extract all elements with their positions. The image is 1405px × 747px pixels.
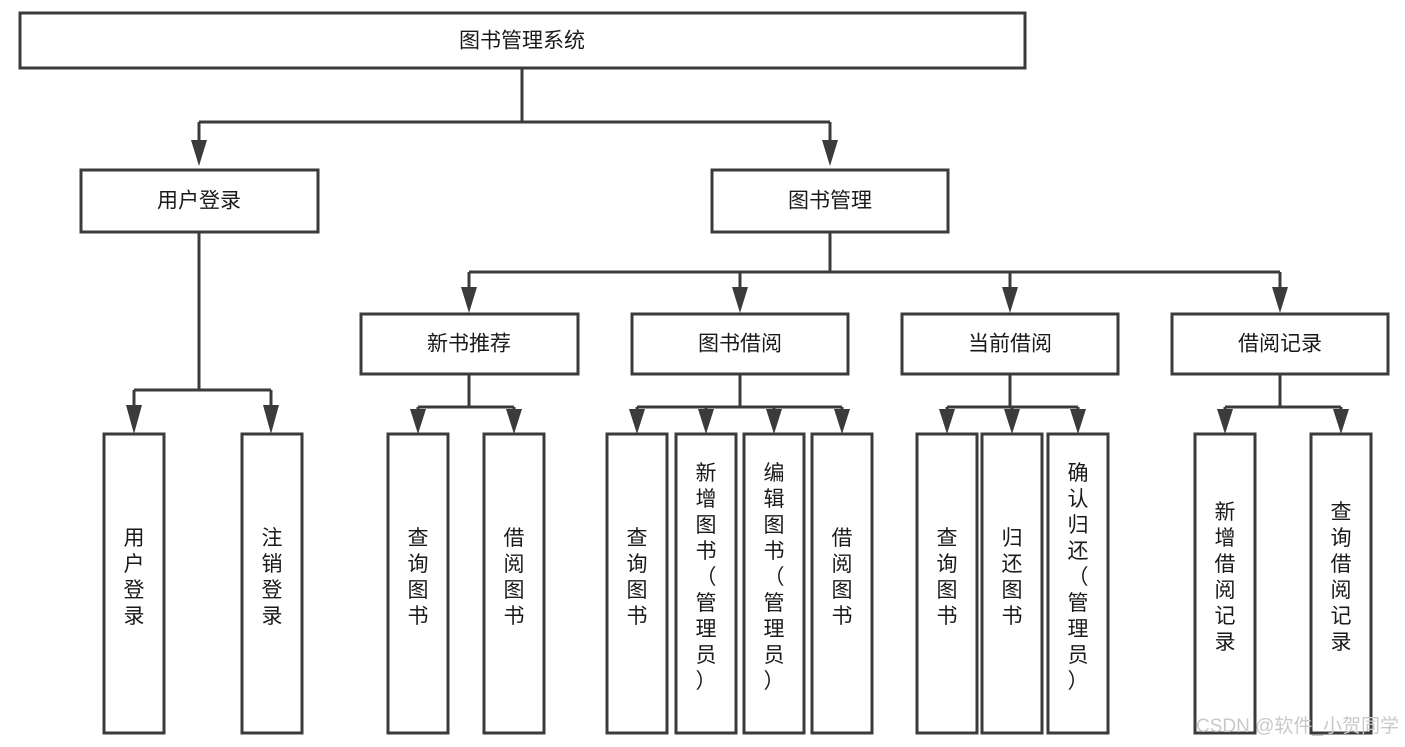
node-leaf-query-book-1-label: 查询图书	[408, 527, 429, 628]
arrow-head-leaf-edit-book	[766, 409, 782, 434]
node-leaf-user-login-label: 用户登录	[124, 527, 145, 628]
node-leaf-confirm-return-label: 确认归还（管理员）	[1068, 462, 1089, 693]
node-leaf-borrow-book-2-label: 借阅图书	[832, 527, 853, 628]
node-current-borrow[interactable]: 当前借阅	[900, 312, 1120, 376]
node-new-book-recommend[interactable]: 新书推荐	[359, 312, 580, 376]
node-leaf-add-record-box[interactable]	[1193, 432, 1257, 735]
node-leaf-query-book-3-box[interactable]	[915, 432, 979, 735]
node-leaf-borrow-book-1-box[interactable]	[482, 432, 546, 735]
connector-group-book-management	[461, 232, 1288, 313]
node-book-management[interactable]: 图书管理	[710, 168, 950, 234]
arrow-head-leaf-borrow-book-1	[506, 409, 522, 434]
connector-group-current-borrow	[939, 374, 1086, 434]
arrow-head-leaf-confirm-return	[1070, 409, 1086, 434]
arrow-head-leaf-borrow-book-2	[834, 409, 850, 434]
connector-group-borrow-record	[1217, 374, 1349, 434]
arrow-head-leaf-query-book-2	[629, 409, 645, 434]
node-user-login-label: 用户登录	[157, 190, 241, 213]
node-book-borrow[interactable]: 图书借阅	[630, 312, 850, 376]
node-leaf-query-book-1[interactable]: 查询图书	[386, 432, 450, 735]
node-borrow-record-label: 借阅记录	[1238, 333, 1322, 356]
arrow-head-user-login	[191, 140, 207, 166]
node-book-borrow-box[interactable]	[630, 312, 850, 376]
node-leaf-borrow-book-2-box[interactable]	[810, 432, 874, 735]
node-leaf-user-login-box[interactable]	[102, 432, 166, 735]
node-leaf-borrow-book-2[interactable]: 借阅图书	[810, 432, 874, 735]
node-leaf-borrow-book-1[interactable]: 借阅图书	[482, 432, 546, 735]
node-leaf-query-record-box[interactable]	[1309, 432, 1373, 735]
node-leaf-query-book-2-label: 查询图书	[627, 527, 648, 628]
node-leaf-user-logout-label: 注销登录	[262, 527, 283, 628]
connector-group-user-login	[126, 232, 279, 434]
node-leaf-add-book-box[interactable]	[674, 432, 738, 735]
node-leaf-add-book-label: 新增图书（管理员）	[696, 462, 717, 693]
arrow-head-leaf-user-logout	[263, 405, 279, 434]
node-user-login[interactable]: 用户登录	[79, 168, 320, 234]
node-leaf-return-book-label: 归还图书	[1002, 527, 1023, 628]
node-leaf-edit-book[interactable]: 编辑图书（管理员）	[742, 432, 806, 735]
csdn-watermark: CSDN @软件_小贺同学	[1196, 715, 1399, 737]
arrow-head-leaf-add-book	[698, 409, 714, 434]
node-leaf-user-logout[interactable]: 注销登录	[240, 432, 304, 735]
node-root-label: 图书管理系统	[459, 30, 585, 53]
node-leaf-query-record-label: 查询借阅记录	[1331, 501, 1352, 654]
arrow-head-book-management	[822, 140, 838, 166]
node-book-management-box[interactable]	[710, 168, 950, 234]
node-leaf-confirm-return-box[interactable]	[1046, 432, 1110, 735]
node-leaf-query-book-1-box[interactable]	[386, 432, 450, 735]
arrow-head-book-borrow	[732, 287, 748, 313]
arrow-head-leaf-return-book	[1004, 409, 1020, 434]
node-leaf-user-logout-box[interactable]	[240, 432, 304, 735]
arrow-head-new-book-recommend	[461, 287, 477, 313]
node-leaf-return-book-box[interactable]	[980, 432, 1044, 735]
arrow-head-leaf-add-record	[1217, 409, 1233, 434]
node-root-box[interactable]	[18, 11, 1027, 70]
node-leaf-add-book[interactable]: 新增图书（管理员）	[674, 432, 738, 735]
arrow-head-leaf-query-book-3	[939, 409, 955, 434]
arrow-head-leaf-user-login	[126, 405, 142, 434]
node-leaf-confirm-return[interactable]: 确认归还（管理员）	[1046, 432, 1110, 735]
node-new-book-recommend-label: 新书推荐	[427, 333, 511, 356]
node-leaf-query-book-3-label: 查询图书	[937, 527, 958, 628]
node-current-borrow-box[interactable]	[900, 312, 1120, 376]
node-current-borrow-label: 当前借阅	[968, 333, 1052, 356]
node-leaf-query-book-3[interactable]: 查询图书	[915, 432, 979, 735]
node-leaf-return-book[interactable]: 归还图书	[980, 432, 1044, 735]
node-book-borrow-label: 图书借阅	[698, 333, 782, 356]
node-leaf-edit-book-box[interactable]	[742, 432, 806, 735]
node-leaf-add-record[interactable]: 新增借阅记录	[1193, 432, 1257, 735]
connector-group-new-book-recommend	[410, 374, 522, 434]
arrow-head-leaf-query-record	[1333, 409, 1349, 434]
arrow-head-borrow-record	[1272, 287, 1288, 313]
node-borrow-record-box[interactable]	[1170, 312, 1390, 376]
node-leaf-edit-book-label: 编辑图书（管理员）	[764, 462, 785, 693]
arrow-head-leaf-query-book-1	[410, 409, 426, 434]
connector-group-book-borrow	[629, 374, 850, 434]
node-leaf-query-book-2-box[interactable]	[605, 432, 669, 735]
node-leaf-borrow-book-1-label: 借阅图书	[504, 527, 525, 628]
node-borrow-record[interactable]: 借阅记录	[1170, 312, 1390, 376]
node-user-login-box[interactable]	[79, 168, 320, 234]
node-leaf-query-record[interactable]: 查询借阅记录	[1309, 432, 1373, 735]
node-leaf-query-book-2[interactable]: 查询图书	[605, 432, 669, 735]
connector-group-root	[191, 68, 838, 166]
node-book-management-label: 图书管理	[788, 190, 872, 213]
node-root[interactable]: 图书管理系统	[18, 11, 1027, 70]
arrow-head-current-borrow	[1002, 287, 1018, 313]
node-new-book-recommend-box[interactable]	[359, 312, 580, 376]
node-leaf-user-login[interactable]: 用户登录	[102, 432, 166, 735]
node-leaf-add-record-label: 新增借阅记录	[1215, 501, 1236, 654]
